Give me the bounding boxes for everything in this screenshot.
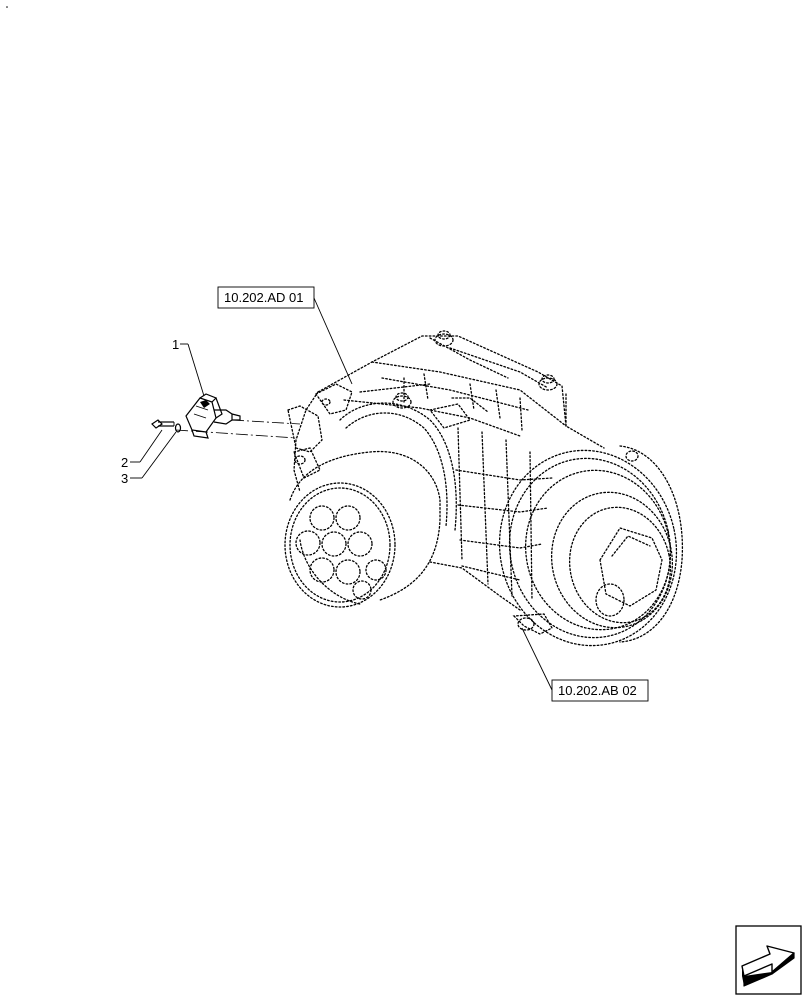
screw-part bbox=[151, 419, 175, 429]
callout-3: 3 bbox=[121, 471, 128, 486]
callout-2: 2 bbox=[121, 455, 128, 470]
transmission-housing bbox=[284, 330, 684, 647]
speed-sensor-part bbox=[185, 393, 241, 439]
assembly-axis-lines bbox=[175, 419, 301, 439]
reference-label-lower: 10.202.AB 02 bbox=[558, 683, 637, 698]
reference-box-lower[interactable]: 10.202.AB 02 bbox=[551, 679, 649, 702]
reference-label-upper: 10.202.AD 01 bbox=[224, 290, 304, 305]
reference-box-upper[interactable]: 10.202.AD 01 bbox=[217, 286, 315, 309]
corner-mark bbox=[6, 6, 8, 8]
o-ring-part bbox=[174, 423, 182, 433]
next-page-arrow-icon[interactable] bbox=[735, 925, 802, 995]
callout-1: 1 bbox=[172, 337, 179, 352]
callout-leaders bbox=[130, 297, 553, 691]
